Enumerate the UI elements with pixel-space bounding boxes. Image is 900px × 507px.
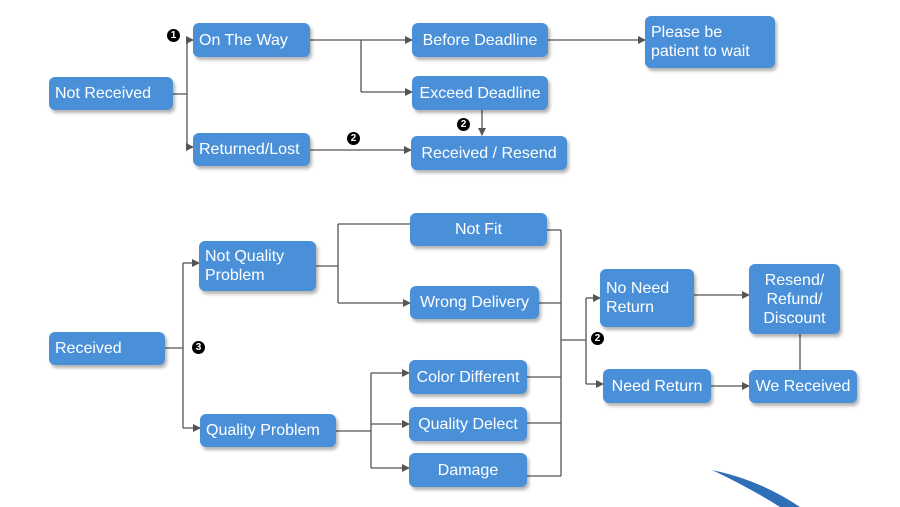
- badge-step-2-returned: 2: [347, 132, 360, 145]
- node-before-deadline: Before Deadline: [412, 23, 548, 57]
- node-please-wait: Please be patient to wait: [645, 16, 775, 68]
- node-color-different: Color Different: [409, 360, 527, 394]
- node-received-resend: Received / Resend: [411, 136, 567, 170]
- node-damage: Damage: [409, 453, 527, 487]
- node-not-received: Not Received: [49, 77, 173, 110]
- badge-step-2-return: 2: [591, 332, 604, 345]
- node-exceed-deadline: Exceed Deadline: [412, 76, 548, 110]
- badge-step-1: 1: [167, 29, 180, 42]
- node-received: Received: [49, 332, 165, 365]
- badge-step-2-exceed: 2: [457, 118, 470, 131]
- node-quality-delect: Quality Delect: [409, 407, 527, 441]
- node-wrong-delivery: Wrong Delivery: [410, 286, 539, 319]
- node-resend-refund-discount: Resend/ Refund/ Discount: [749, 264, 840, 334]
- node-we-received: We Received: [749, 370, 857, 403]
- node-not-quality-problem: Not Quality Problem: [199, 241, 316, 291]
- node-on-the-way: On The Way: [193, 23, 310, 57]
- badge-step-3: 3: [192, 341, 205, 354]
- node-returned-lost: Returned/Lost: [193, 133, 310, 166]
- node-quality-problem: Quality Problem: [200, 414, 336, 447]
- node-need-return: Need Return: [603, 369, 711, 403]
- node-not-fit: Not Fit: [410, 213, 547, 246]
- node-no-need-return: No Need Return: [600, 269, 694, 327]
- decorative-swoosh: [712, 470, 800, 507]
